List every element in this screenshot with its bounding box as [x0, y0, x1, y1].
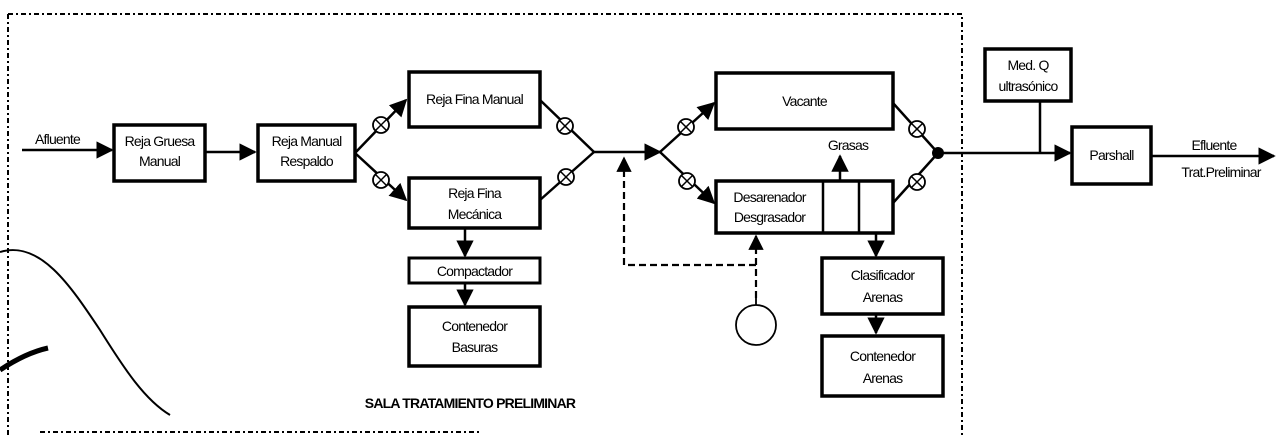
reja-respaldo-box [256, 123, 357, 183]
medidor-label-1: Med. Q [1007, 57, 1049, 73]
valve-icon [678, 172, 696, 190]
valve-icon [372, 171, 390, 189]
valve-icon [908, 120, 926, 138]
valve-icon [556, 117, 574, 135]
vacante-label: Vacante [782, 93, 828, 109]
desarenador-label-2: Desgrasador [734, 209, 806, 225]
reja-respaldo-label-1: Reja Manual [272, 133, 342, 149]
trat-preliminar-label: Trat.Preliminar [1181, 164, 1261, 180]
background-blob [0, 345, 49, 373]
blower-icon [735, 298, 777, 346]
reja-gruesa-label-2: Manual [139, 153, 181, 169]
contenedor-arenas-label-1: Contenedor [850, 348, 916, 364]
desarenador-label-1: Desarenador [733, 189, 806, 205]
valve-icon [677, 118, 695, 136]
reja-fina-mecanica-label-1: Reja Fina [448, 185, 502, 201]
valve-icon [557, 168, 575, 186]
desarenador-box [714, 179, 895, 235]
recirculation-dashed-line [616, 156, 758, 298]
compactador-label: Compactador [437, 263, 513, 279]
reja-gruesa-box [112, 123, 207, 183]
reja-fina-mecanica-box [407, 176, 542, 230]
medidor-box [983, 47, 1073, 103]
contenedor-basuras-label-2: Basuras [452, 339, 499, 355]
compactador-box [407, 256, 542, 285]
reja-fina-manual-label: Reja Fina Manual [426, 91, 524, 107]
clasificador-label-2: Arenas [863, 289, 903, 305]
parshall-box [1070, 125, 1153, 186]
reja-fina-mecanica-label-2: Mecánica [448, 206, 503, 222]
clasificador-label-1: Clasificador [851, 267, 916, 283]
grasas-label: Grasas [828, 137, 869, 153]
reja-gruesa-label-1: Reja Gruesa [125, 133, 196, 149]
reja-fina-manual-box [407, 70, 542, 129]
contenedor-basuras-box [407, 305, 542, 368]
valve-icon [908, 173, 926, 191]
afluente-label: Afluente [35, 131, 81, 147]
room-label: SALA TRATAMIENTO PRELIMINAR [365, 395, 576, 411]
background-curve [0, 249, 171, 416]
valve-icon [372, 116, 390, 134]
contenedor-basuras-label-1: Contenedor [442, 318, 508, 334]
medidor-label-2: ultrasónico [999, 78, 1059, 94]
clasificador-box [820, 256, 945, 316]
contenedor-arenas-box [820, 334, 945, 398]
contenedor-arenas-label-2: Arenas [863, 370, 903, 386]
reja-respaldo-label-2: Respaldo [280, 153, 334, 169]
parshall-label: Parshall [1089, 147, 1134, 163]
efluente-label: Efluente [1192, 137, 1238, 153]
vacante-box [714, 71, 895, 131]
